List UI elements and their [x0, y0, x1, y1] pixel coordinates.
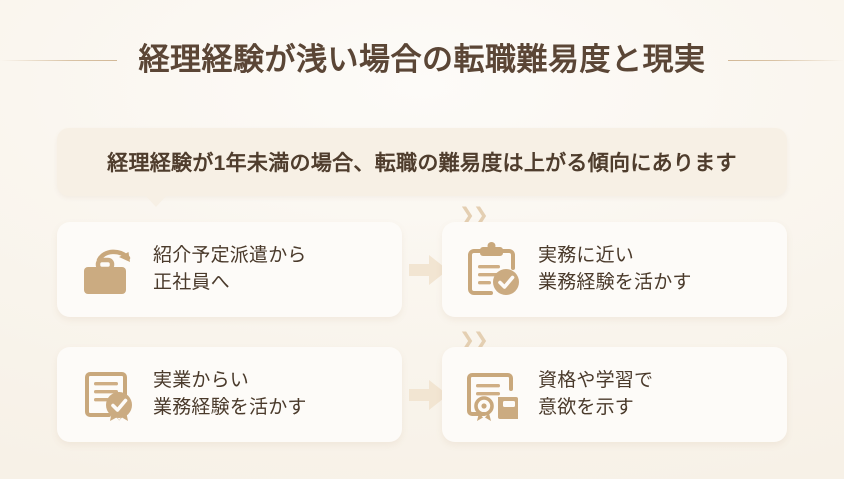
page-title: 経理経験が浅い場合の転職難易度と現実: [138, 41, 706, 77]
card-line1: 資格や学習で: [538, 369, 654, 391]
card-line2: 正社員へ: [153, 271, 230, 293]
card-item-3[interactable]: 実業からい 業務経験を活かす: [57, 347, 402, 442]
card-item-2[interactable]: 実務に近い 業務経験を活かす: [442, 222, 787, 317]
subtitle-banner-text: 経理経験が1年未満の場合、転職の難易度は上がる傾向にあります: [107, 152, 737, 175]
clipboard-check-icon: [460, 239, 526, 301]
certificate-book-icon: [460, 364, 526, 426]
card-line2: 業務経験を活かす: [538, 271, 692, 293]
subtitle-banner: 経理経験が1年未満の場合、転職の難易度は上がる傾向にあります: [57, 128, 787, 207]
arrow-right-icon-row1: [409, 255, 448, 285]
arrow-right-icon-row2: [409, 380, 448, 410]
chevron-row1: ❯❯: [459, 205, 489, 226]
card-text-2: 実務に近い 業務経験を活かす: [538, 243, 787, 297]
subtitle-banner-tail: [145, 195, 167, 207]
card-item-4[interactable]: 資格や学習で 意欲を示す: [442, 347, 787, 442]
card-line2: 業務経験を活かす: [153, 396, 307, 418]
chevron-row2: ❯❯: [459, 330, 489, 351]
card-item-1[interactable]: 紹介予定派遣から 正社員へ: [57, 222, 402, 317]
card-grid: ❯❯ ❯❯ 紹介予定派遣から 正社員へ: [57, 205, 787, 442]
title-rule-right: [727, 59, 844, 61]
card-line1: 実務に近い: [538, 244, 635, 266]
title-rule-left: [0, 59, 117, 61]
card-text-4: 資格や学習で 意欲を示す: [538, 368, 787, 422]
card-line2: 意欲を示す: [538, 396, 635, 418]
certificate-award-icon: [75, 364, 141, 426]
card-line1: 紹介予定派遣から: [153, 244, 307, 266]
title-row: 経理経験が浅い場合の転職難易度と現実: [0, 36, 844, 84]
card-line1: 実業からい: [153, 369, 250, 391]
card-text-3: 実業からい 業務経験を活かす: [153, 368, 402, 422]
briefcase-arrow-icon: [75, 239, 141, 301]
card-text-1: 紹介予定派遣から 正社員へ: [153, 243, 402, 297]
